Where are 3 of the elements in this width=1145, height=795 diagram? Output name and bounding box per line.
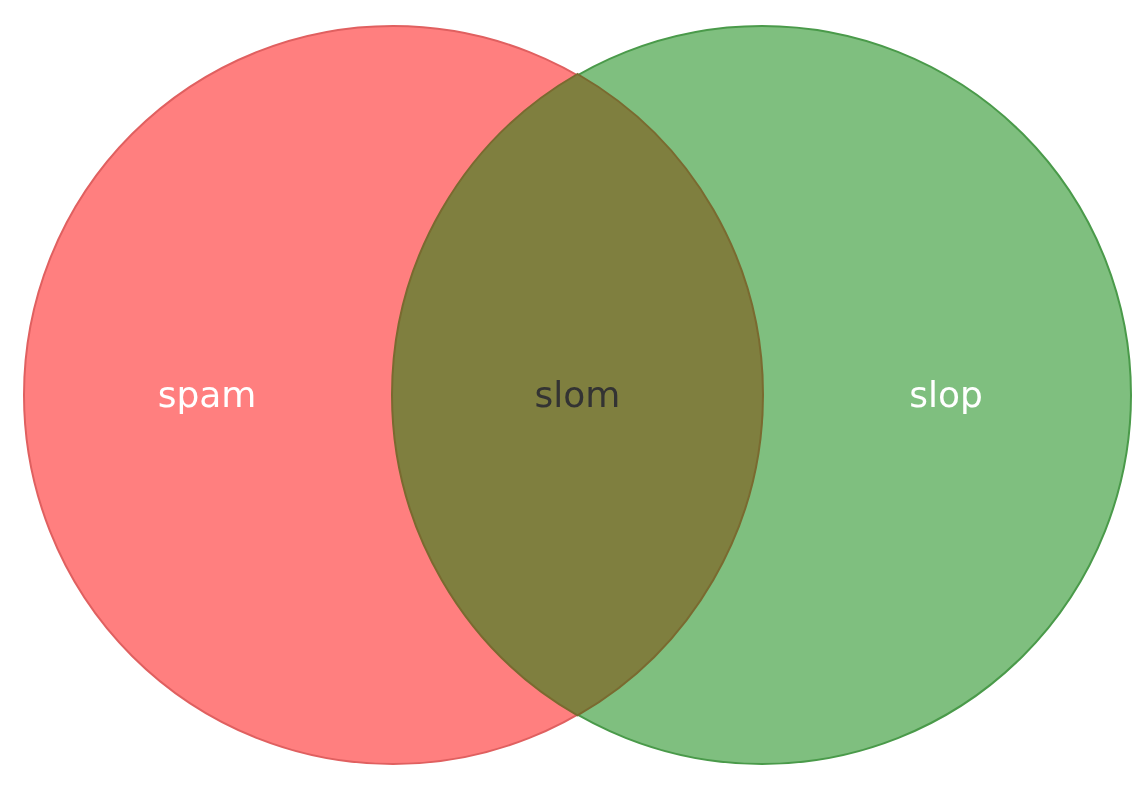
set-label: spam	[157, 375, 257, 415]
set-label: slop	[909, 375, 983, 415]
set-label: slom	[534, 375, 621, 415]
